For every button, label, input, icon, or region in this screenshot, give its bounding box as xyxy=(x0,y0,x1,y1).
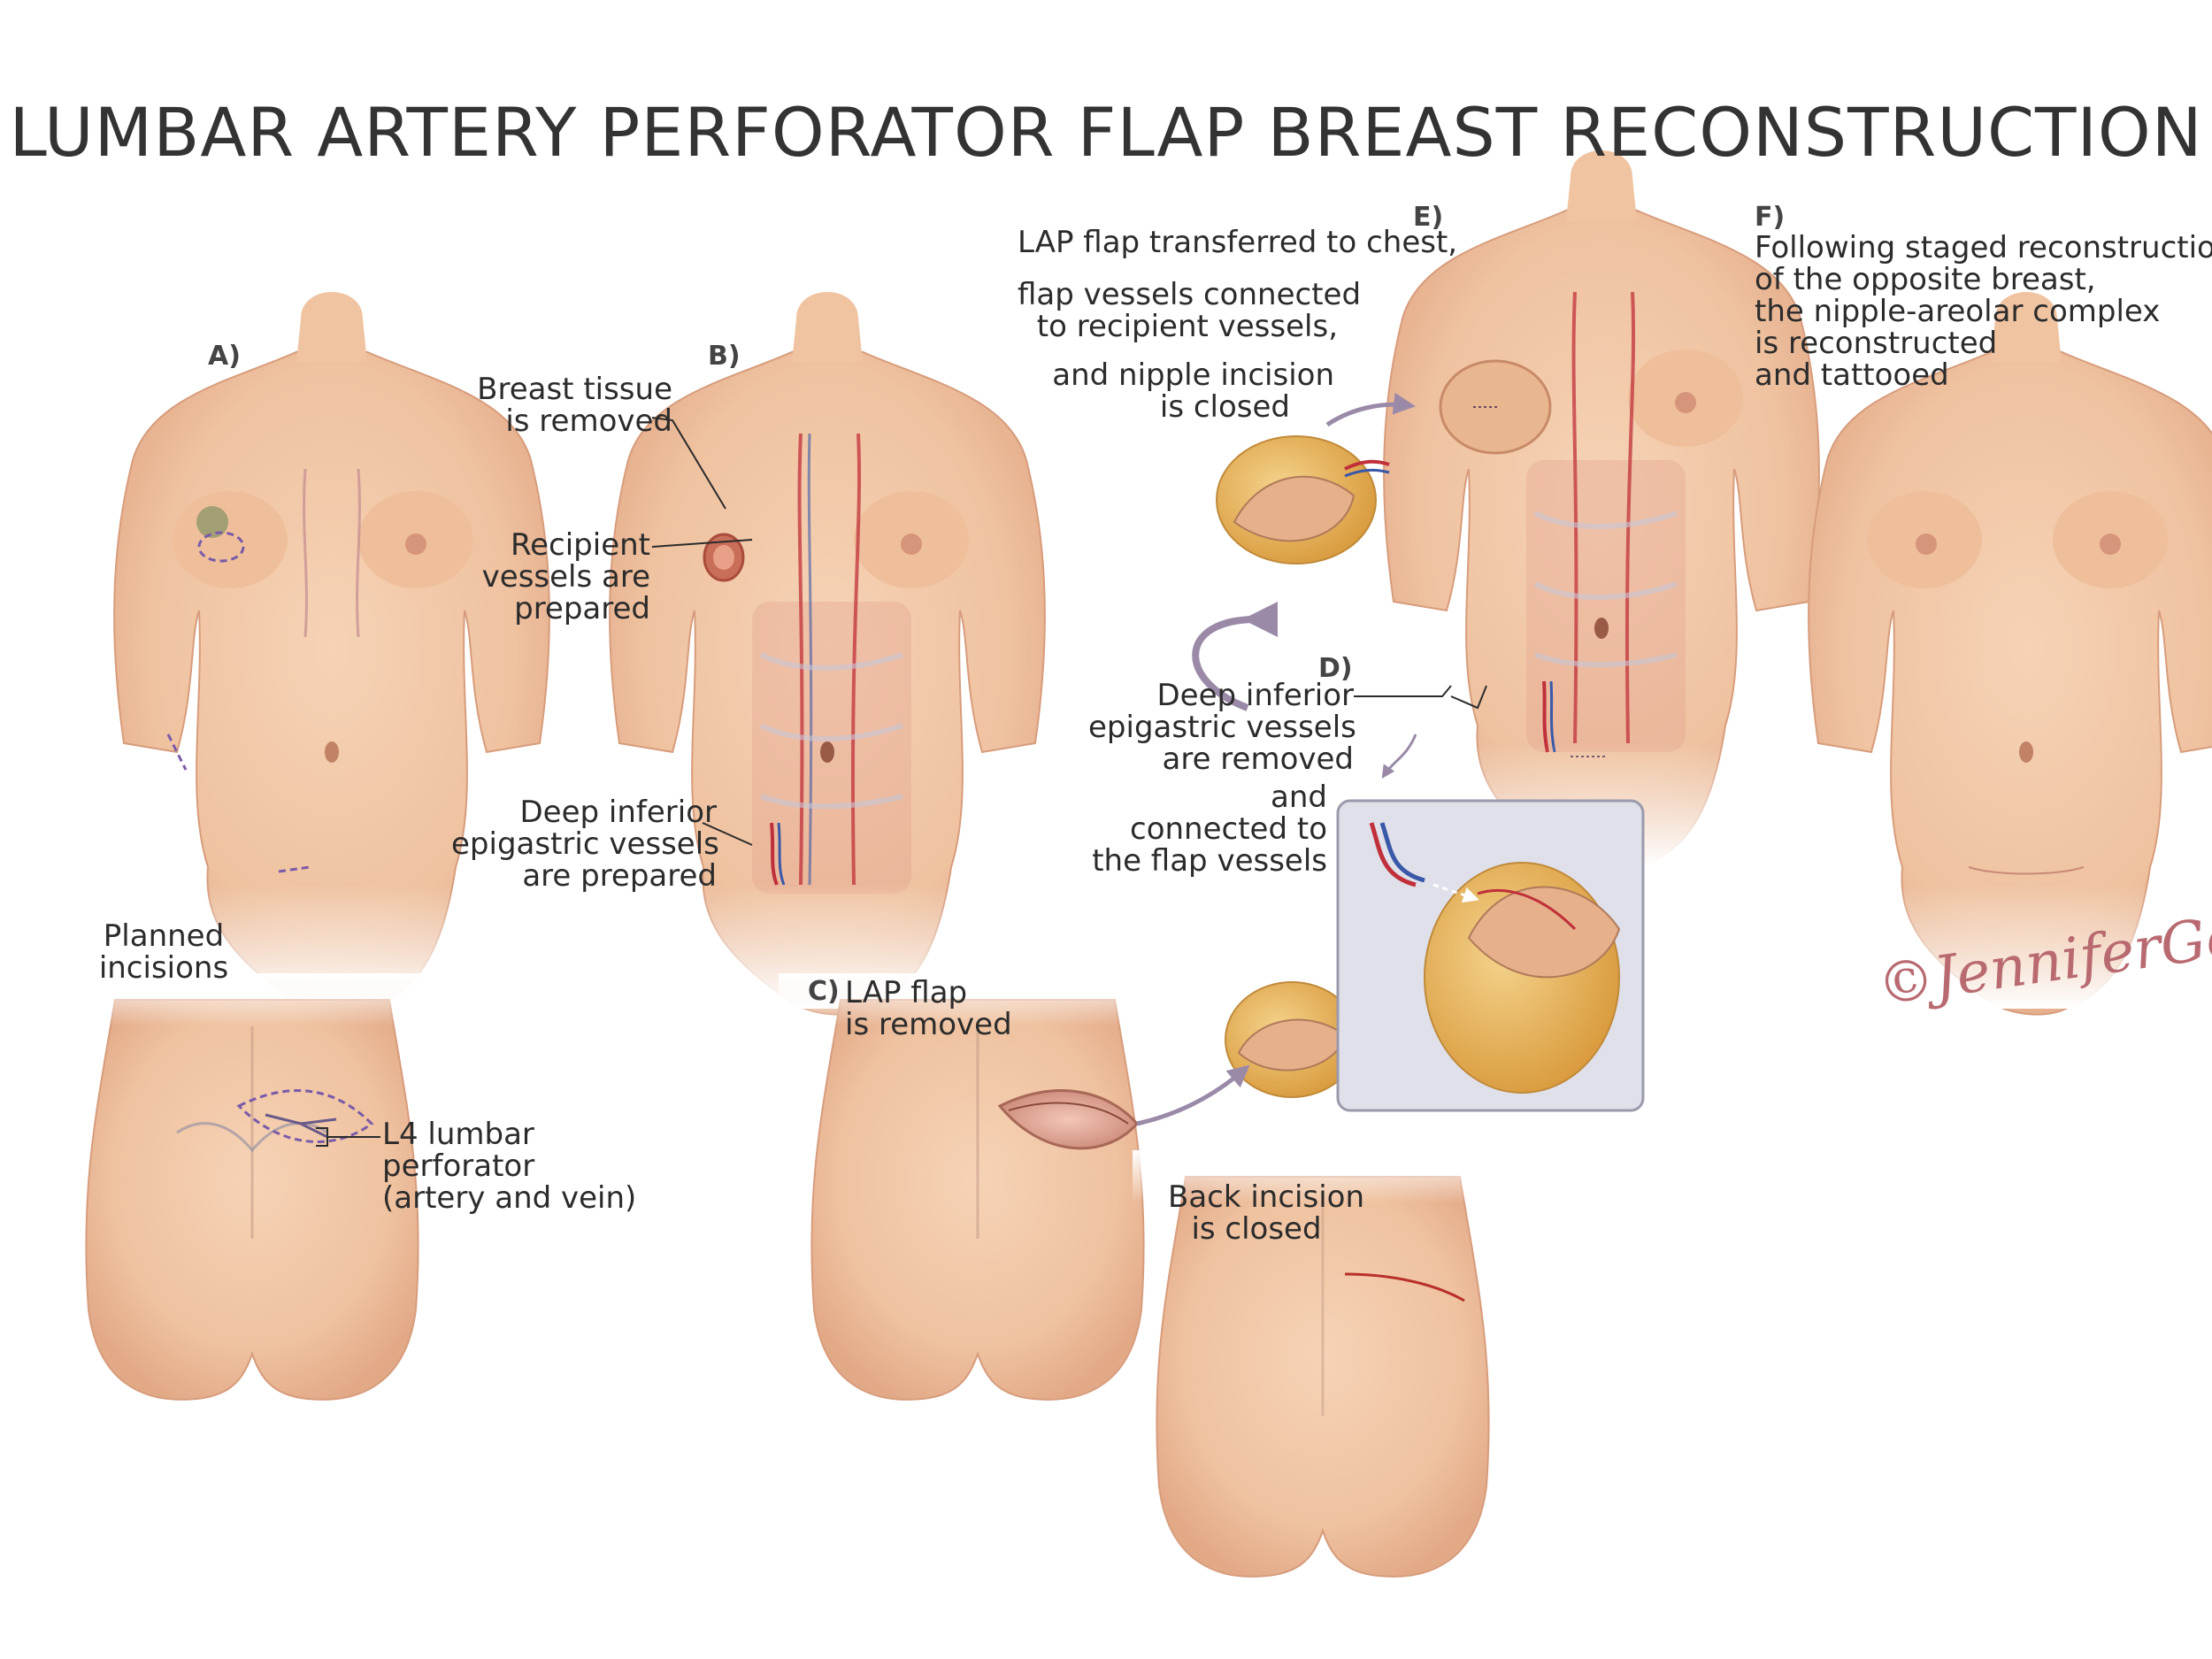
label-e-transferred: LAP flap transferred to chest, xyxy=(1018,225,1458,260)
label-line: epigastric vessels xyxy=(1088,710,1356,745)
label-line: are prepared xyxy=(522,858,717,894)
panel-label-e: E) xyxy=(1413,202,1444,233)
label-e-nipple: and nipple incision is closed xyxy=(1018,359,1334,423)
label-line: Back incision xyxy=(1168,1179,1364,1215)
page-title: LUMBAR ARTERY PERFORATOR FLAP BREAST REC… xyxy=(9,93,2203,172)
back-view-closed xyxy=(1133,1150,1522,1578)
back-view-a xyxy=(53,973,442,1401)
label-line: and tattooed xyxy=(1755,357,1949,393)
label-line: Planned xyxy=(103,918,225,954)
flap-near-chest xyxy=(1216,435,1390,565)
label-line: are removed xyxy=(1162,741,1354,777)
label-line: is closed xyxy=(1159,389,1290,425)
label-connected-flap: and connected to the flap vessels xyxy=(1071,781,1327,877)
label-deep-inferior-d: Deep inferior epigastric vessels are rem… xyxy=(1088,678,1356,777)
label-deep-inferior-b: Deep inferior epigastric vessels are pre… xyxy=(451,795,719,894)
label-line: Deep inferior xyxy=(1156,678,1355,713)
arrows xyxy=(1136,392,1417,1126)
label-line: incisions xyxy=(98,950,229,986)
tumor-marker xyxy=(196,506,228,538)
label-breast-tissue: Breast tissue is removed xyxy=(460,373,672,437)
panel-label-d: D) xyxy=(1318,653,1353,684)
panel-label-f: F) xyxy=(1755,202,1786,233)
label-line: and nipple incision xyxy=(1052,357,1334,393)
label-line: to recipient vessels, xyxy=(1036,309,1338,344)
label-l4-perforator: L4 lumbar perforator (artery and vein) xyxy=(382,1118,636,1214)
label-line: flap vessels connected xyxy=(1018,277,1362,312)
label-line: vessels are xyxy=(481,559,650,595)
label-line: is reconstructed xyxy=(1755,326,1998,361)
label-recipient-vessels: Recipient vessels are prepared xyxy=(460,529,650,625)
panel-label-c: C) xyxy=(808,976,840,1007)
label-line: perforator xyxy=(382,1148,535,1184)
label-lap-flap-removed: LAP flap is removed xyxy=(845,977,1012,1041)
label-line: is removed xyxy=(505,403,672,439)
leader-lines xyxy=(316,417,1487,1147)
panel-label-a: A) xyxy=(208,341,241,372)
label-line: the flap vessels xyxy=(1092,843,1327,879)
label-line: prepared xyxy=(514,591,650,626)
label-line: of the opposite breast, xyxy=(1755,262,2096,297)
label-f-following: Following staged reconstruction of the o… xyxy=(1755,232,2212,391)
label-line: LAP flap transferred to chest, xyxy=(1018,225,1458,260)
label-line: Breast tissue xyxy=(477,372,672,407)
label-line: is removed xyxy=(845,1007,1012,1042)
flap-c xyxy=(1225,981,1359,1098)
back-incision-closed xyxy=(1344,1272,1465,1302)
label-line: the nipple-areolar complex xyxy=(1755,294,2161,329)
torso-front-f xyxy=(1765,292,2212,1016)
label-line: L4 lumbar xyxy=(382,1117,534,1152)
label-line: Recipient xyxy=(511,527,650,563)
label-line: (artery and vein) xyxy=(382,1180,637,1216)
label-line: is closed xyxy=(1191,1211,1322,1247)
label-line: epigastric vessels xyxy=(451,826,719,862)
label-planned-incisions: Planned incisions xyxy=(97,920,230,984)
label-e-vessels: flap vessels connected to recipient vess… xyxy=(1018,277,1362,344)
label-line: connected to xyxy=(1130,811,1327,847)
label-back-incision: Back incision is closed xyxy=(1168,1179,1364,1247)
label-line: Deep inferior xyxy=(519,795,718,830)
panel-label-b: B) xyxy=(708,341,741,372)
label-line: LAP flap xyxy=(845,975,968,1010)
inset-d xyxy=(1336,799,1645,1112)
back-view-c xyxy=(779,973,1168,1401)
label-line: Following staged reconstruction xyxy=(1755,230,2212,265)
label-line: and xyxy=(1271,780,1327,815)
torso-front-a xyxy=(71,292,602,1016)
